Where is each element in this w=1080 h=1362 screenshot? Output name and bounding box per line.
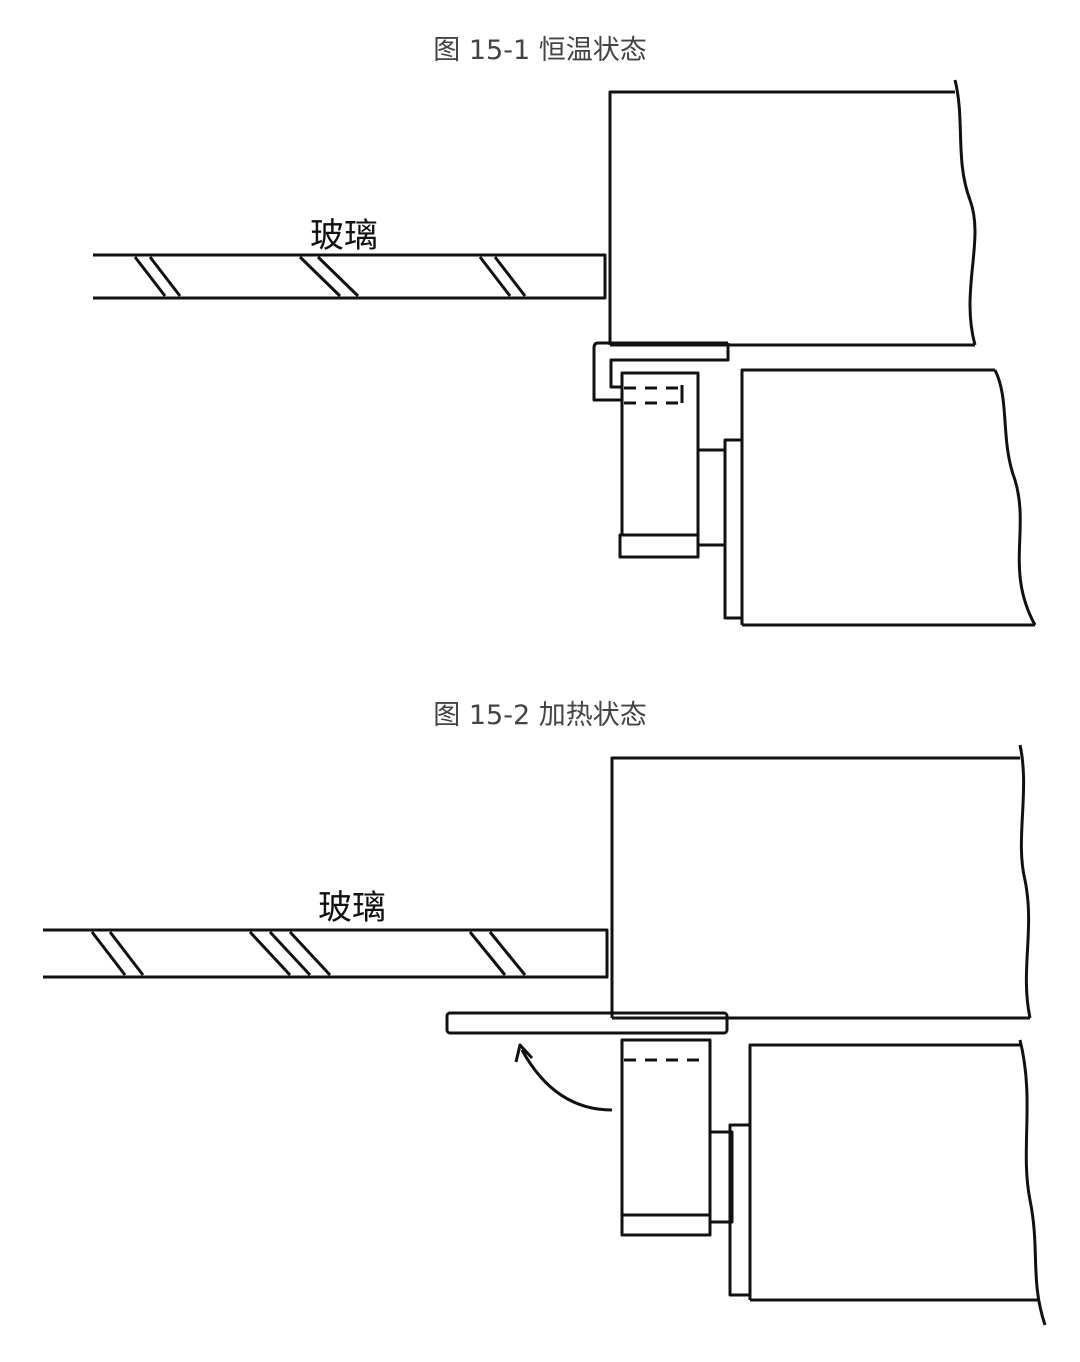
- hidden-line: [624, 386, 682, 405]
- heater-body: [620, 371, 700, 537]
- rotation-arrow: [514, 1043, 613, 1112]
- figure-1-glass-label: 玻璃: [310, 216, 378, 256]
- heater-cap: [620, 1213, 712, 1237]
- figure-2-diagram: [43, 744, 1047, 1326]
- upper-housing: [608, 79, 977, 347]
- figure-1-title: 图 15-1 恒温状态: [433, 35, 647, 66]
- upper-housing: [610, 744, 1032, 1020]
- glass-hatch: [133, 255, 527, 298]
- heater-body: [620, 1038, 712, 1217]
- shaft: [696, 448, 727, 547]
- figure-2-glass-label: 玻璃: [318, 888, 386, 928]
- glass-pane: [93, 253, 607, 300]
- heater-cap: [618, 533, 700, 559]
- lower-housing: [748, 1039, 1047, 1326]
- rotated-clip-plate: [445, 1011, 729, 1035]
- shaft: [708, 1130, 734, 1224]
- clip-bracket: [592, 341, 730, 402]
- lower-housing: [740, 368, 1037, 627]
- figure-1-diagram: [93, 79, 1037, 627]
- glass-hatch: [90, 930, 527, 977]
- figure-2-title: 图 15-2 加热状态: [433, 700, 647, 731]
- flange: [723, 438, 744, 620]
- glass-pane: [43, 928, 609, 979]
